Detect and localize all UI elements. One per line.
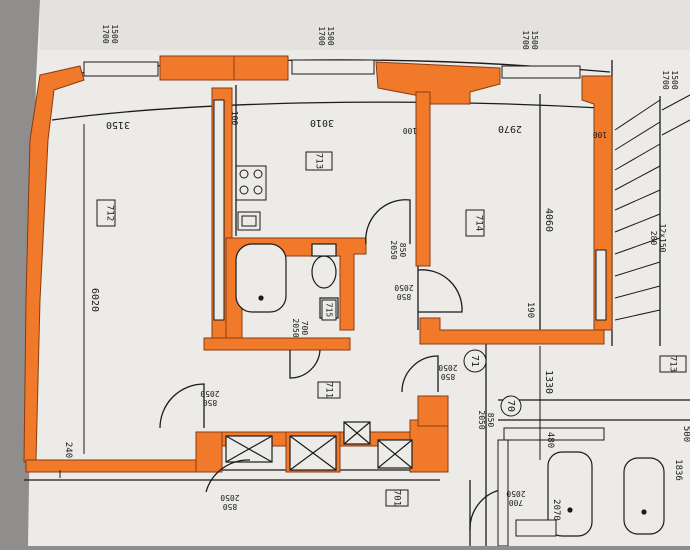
room-713-label: 713 <box>314 153 324 169</box>
room-711-label: 711 <box>324 382 334 398</box>
dim-4060: 4060 <box>543 208 554 232</box>
hatch-blocks <box>213 99 607 547</box>
dim-3150: 3150 <box>106 119 130 130</box>
labels: 712 713 714 715 711 701 713 71 70 3150 3… <box>63 111 690 521</box>
multiline-labels: 15001700 15001700 15001700 15001700 12x15028… <box>101 24 679 511</box>
dim-door-850-2050-c: 8502050 <box>394 283 413 301</box>
dim-door-850-2050-a: 8502050 <box>200 389 219 407</box>
dim-1330: 1330 <box>543 370 554 394</box>
dim-2070: 2070 <box>551 499 561 521</box>
dim-w1500-1700-b: 15001700 <box>317 26 335 45</box>
dim-door-850-2050-b: 8502050 <box>389 240 407 259</box>
room-714-label: 714 <box>474 215 484 231</box>
room-712-label: 712 <box>105 205 115 221</box>
dim-100a: 100 <box>230 111 239 126</box>
paper-top-strip <box>40 0 690 50</box>
vent-shafts <box>225 421 413 471</box>
circle-71-label: 71 <box>469 355 480 367</box>
door-swings <box>159 199 501 531</box>
dim-door-700-2050-a: 7002050 <box>291 318 309 337</box>
dim-w1500-1700-c: 15001700 <box>521 30 539 49</box>
dim-1836: 1836 <box>673 459 683 481</box>
bath-fixtures <box>235 243 665 537</box>
dim-door-850-2050-d: 8502050 <box>438 363 457 381</box>
dim-door-850-2050-e: 8502050 <box>477 410 495 429</box>
windows <box>83 59 581 79</box>
dim-w1500-1700-a: 15001700 <box>101 24 119 43</box>
dim-240: 240 <box>63 442 73 458</box>
dim-stairs: 12x150280 <box>649 224 667 253</box>
paper-sheet <box>28 0 690 546</box>
room-715-label: 715 <box>325 303 334 318</box>
dim-190: 190 <box>525 302 535 318</box>
dim-door-850-2050-f: 8502050 <box>220 493 239 511</box>
dim-100c: 100 <box>593 130 608 139</box>
room-701-label: 701 <box>392 490 402 506</box>
circle-70-label: 70 <box>505 400 516 412</box>
room-label-boxes <box>96 151 687 507</box>
dim-480: 480 <box>545 432 555 448</box>
dim-100b: 100 <box>403 126 418 135</box>
staircase <box>614 94 690 321</box>
dim-door-700-2050-b: 7002050 <box>506 489 525 507</box>
dim-w1500-1700-d: 15001700 <box>661 70 679 89</box>
dim-2970: 2970 <box>498 123 522 134</box>
dim-3010: 3010 <box>310 117 334 128</box>
dim-500: 500 <box>681 426 690 442</box>
dim-6020: 6020 <box>89 288 100 312</box>
dimension-lines <box>59 110 541 478</box>
room-713b-label: 713 <box>668 356 678 372</box>
kitchen-fixtures <box>235 165 267 231</box>
